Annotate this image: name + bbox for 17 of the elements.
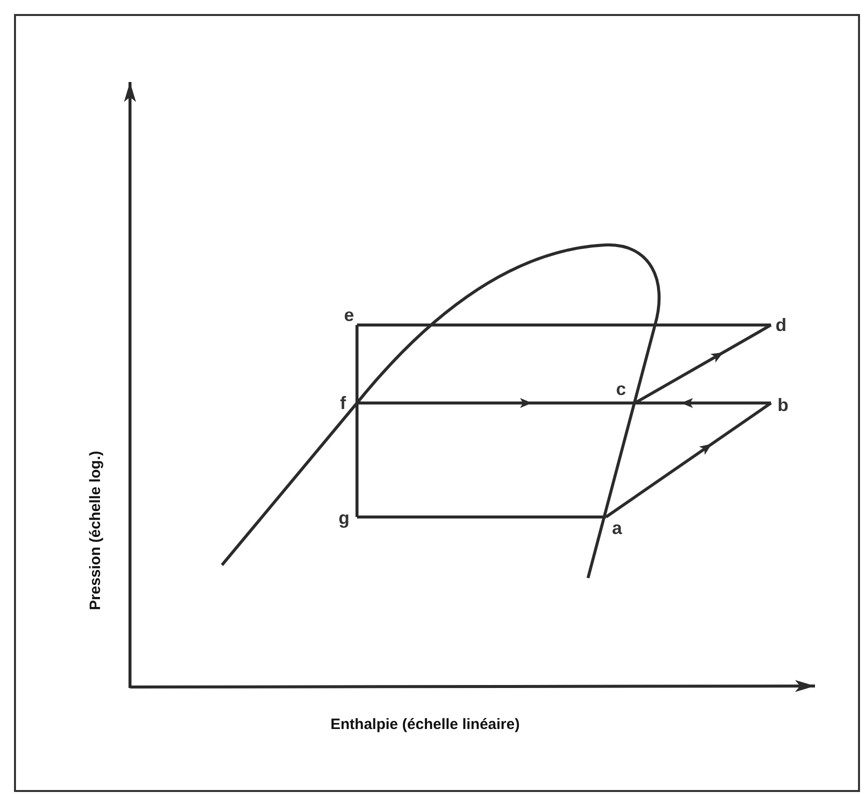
cycle-line	[356, 325, 358, 403]
process-arrow	[605, 402, 772, 518]
point-label: b	[776, 396, 790, 414]
process-arrow	[634, 324, 772, 404]
point-label: d	[774, 316, 788, 334]
point-label: f	[336, 394, 350, 412]
process-arrow	[635, 398, 771, 408]
point-label: a	[610, 519, 624, 537]
point-label: c	[614, 380, 628, 398]
axis-title: Enthalpie (échelle linéaire)	[330, 716, 520, 733]
cycle-line	[357, 324, 771, 326]
point-label: g	[337, 509, 351, 527]
axis-title: Pression (échelle log.)	[86, 450, 104, 610]
cycle-line	[356, 403, 358, 517]
point-label: e	[342, 306, 356, 324]
cycle-line	[357, 516, 606, 518]
process-arrow	[357, 398, 635, 408]
